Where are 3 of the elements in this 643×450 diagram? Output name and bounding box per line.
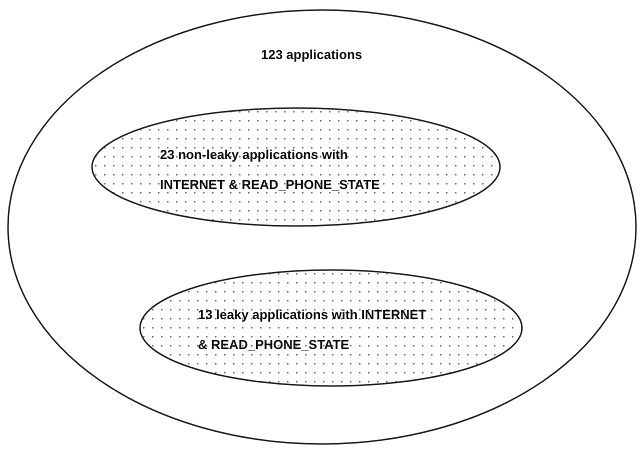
set-label: 13 leaky applications with INTERNET & READ_PHONE_STATE — [198, 306, 428, 354]
set-label: 123 applications — [261, 46, 364, 64]
set-label: 23 non-leaky applications with INTERNET & READ_PHONE_STATE — [160, 146, 381, 194]
